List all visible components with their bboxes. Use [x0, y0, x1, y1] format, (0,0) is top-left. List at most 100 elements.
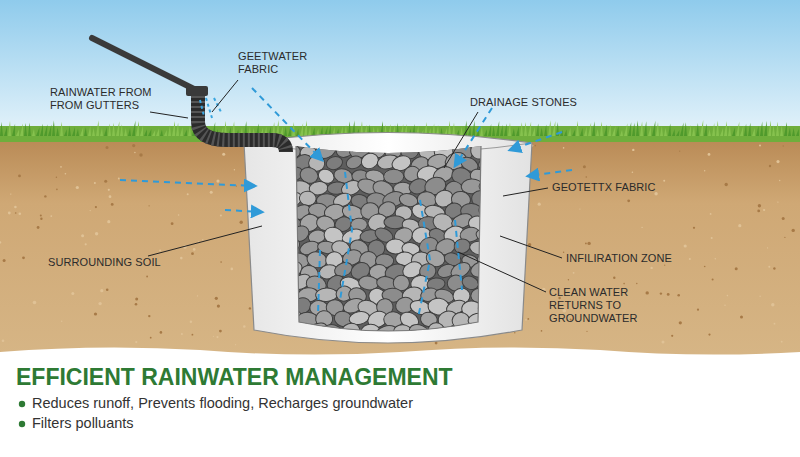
grass-blade [68, 126, 71, 136]
soil-speck [587, 242, 590, 245]
grass-blade [472, 120, 475, 136]
soil-speck [190, 321, 192, 323]
grass-blade [744, 124, 747, 136]
grass-blade [188, 126, 191, 136]
soil-speck [95, 232, 98, 235]
soil-speck [667, 293, 670, 296]
soil-speck [541, 330, 543, 332]
grass-blade [692, 127, 695, 136]
grass-blade [576, 121, 579, 136]
soil-speck [712, 278, 714, 280]
soil-speck [710, 213, 712, 215]
grass-blade [308, 126, 311, 136]
soil-speck [573, 272, 575, 274]
soil-speck [711, 237, 713, 239]
soil-speck [61, 321, 62, 322]
soil-speck [146, 276, 148, 278]
grass-blade [784, 122, 787, 136]
stone [407, 322, 432, 343]
grass-blade [524, 122, 527, 136]
soil-speck [679, 151, 680, 152]
soil-speck [18, 175, 21, 178]
callout-label: CLEAN WATER RETURNS TO GROUNDWATER [549, 286, 677, 325]
grass-blade [132, 120, 136, 136]
grass-blade [88, 126, 91, 136]
soil-speck [715, 258, 716, 259]
soil-speck [231, 268, 234, 271]
grass-blade [140, 125, 143, 136]
grass-blade [572, 129, 575, 136]
soil-speck [22, 256, 25, 259]
grass-blade [768, 120, 771, 136]
grass-blade [588, 122, 591, 136]
soil-speck [704, 266, 706, 268]
soil-speck [763, 209, 765, 211]
soil-speck [664, 265, 665, 266]
soil-speck [222, 153, 225, 156]
soil-texture [0, 144, 795, 345]
grass-blade [496, 121, 499, 136]
grass-blade [544, 124, 547, 136]
soil-speck [40, 214, 42, 216]
grass-blade [184, 129, 187, 136]
grass-blade [16, 129, 19, 136]
pipe-ribs [198, 96, 286, 152]
soil-speck [0, 241, 1, 243]
grass-blade [628, 122, 631, 136]
soil-speck [663, 180, 665, 182]
grass-blade [120, 124, 123, 136]
soil-speck [779, 180, 780, 181]
bullet-dot [19, 401, 25, 407]
soil-speck [586, 176, 588, 178]
callout-label: RAINWATER FROM FROM GUTTERS [50, 86, 158, 112]
soil-speck [792, 229, 795, 232]
grass-blade [772, 125, 775, 136]
grass-blade [592, 121, 595, 136]
soil-speck [100, 289, 103, 292]
grass-blade [604, 125, 607, 136]
soil-speck [240, 221, 243, 224]
stone [469, 240, 492, 256]
grass-blade [660, 126, 663, 136]
grass-blade [548, 120, 551, 136]
grass-blade [720, 128, 723, 136]
grass-blade [112, 123, 115, 136]
soil-speck [118, 178, 120, 180]
soil-speck [95, 206, 97, 208]
water-flow-arrows [120, 88, 572, 318]
soil-speck [134, 152, 135, 153]
soil-speck [180, 257, 183, 260]
soil-speck [538, 203, 541, 206]
callout-label: INFILIRATION ZONE [566, 252, 706, 265]
grass-blade [72, 127, 75, 136]
drainage-stones [278, 139, 501, 343]
grass-blade [12, 124, 15, 136]
soil-speck [217, 305, 220, 308]
grass-blade [712, 123, 715, 136]
soil-speck [40, 218, 42, 220]
soil-speck [50, 215, 52, 217]
soil-speck [768, 266, 770, 268]
soil-speck [774, 323, 776, 325]
stone [339, 321, 362, 342]
soil-speck [693, 227, 695, 229]
grass-blade [632, 123, 635, 136]
soil-speck [527, 318, 529, 320]
soil-speck [725, 183, 728, 186]
soil-speck [3, 259, 6, 262]
soil-speck [777, 201, 778, 202]
soil-speck [243, 325, 246, 328]
soil-speck [677, 294, 680, 297]
soil-speck [435, 342, 438, 345]
soil-speck [15, 212, 17, 214]
soil-speck [583, 165, 586, 168]
soil-speck [181, 333, 183, 335]
soil-speck [704, 170, 705, 171]
grass-blade [168, 125, 171, 136]
soil-speck [660, 292, 662, 294]
soil-speck [758, 204, 761, 207]
grass-blade [128, 128, 131, 136]
stone [460, 321, 482, 341]
grass-blade [148, 129, 151, 136]
soil-speck [220, 261, 222, 263]
